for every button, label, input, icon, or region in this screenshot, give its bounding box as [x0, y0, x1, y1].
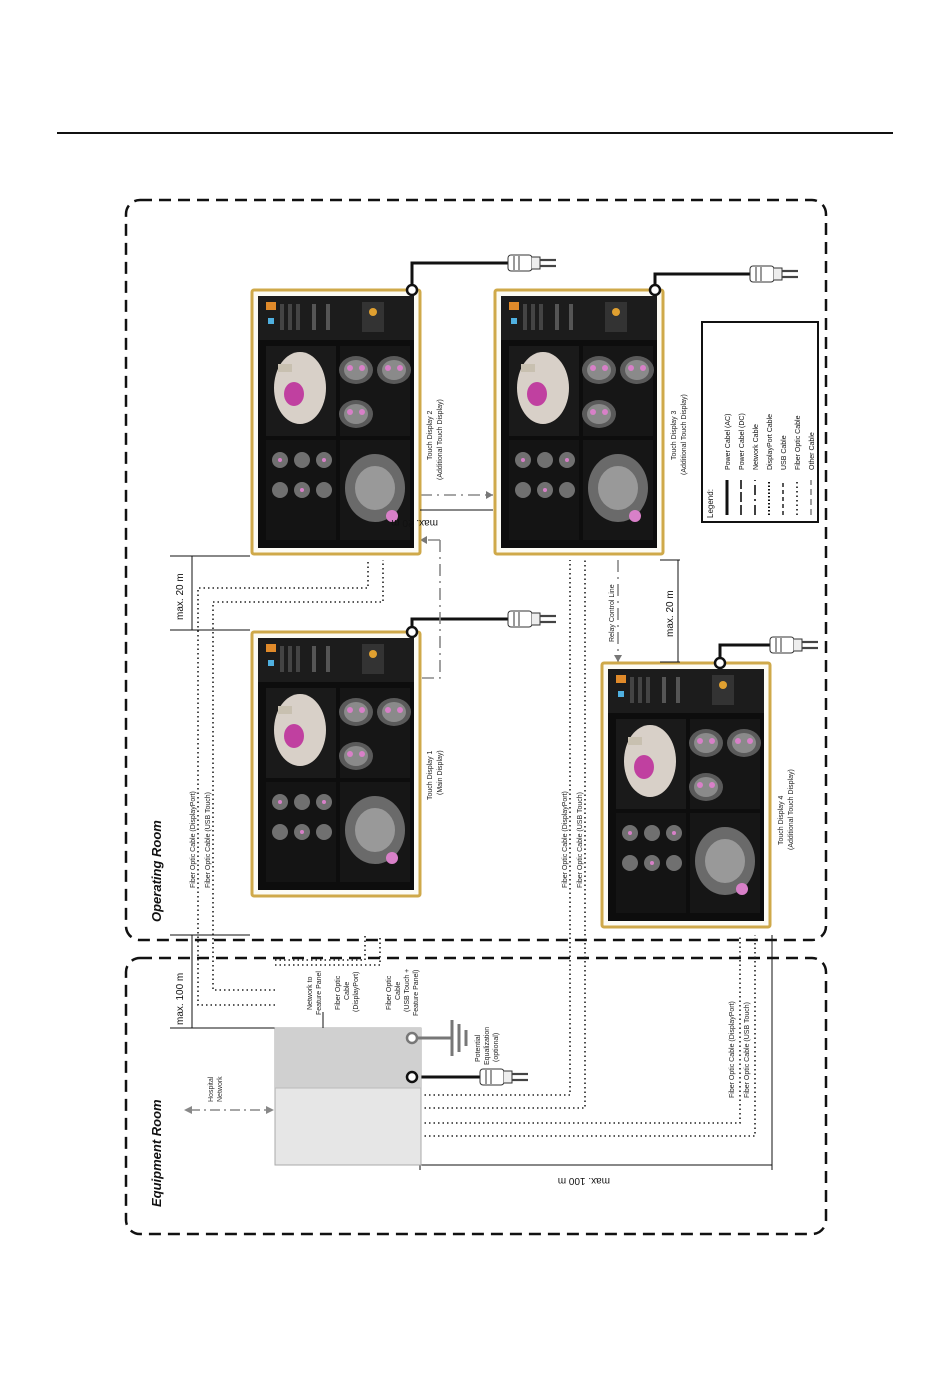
net-label-1: Network to — [307, 976, 314, 1010]
distance-d3: max. 20 m — [665, 590, 676, 637]
power-ports — [405, 283, 727, 670]
net-label-2: Feature Panel — [316, 971, 323, 1015]
fodp-label-1: Fiber Optic — [335, 975, 342, 1010]
fousb-label-4: Feature Panel) — [413, 970, 420, 1016]
power-plug — [768, 635, 820, 655]
pe-label-1: Potential — [475, 1034, 482, 1062]
fo-dp-right: Fiber Optic Cable (DisplayPort) — [729, 1001, 736, 1098]
fo-usb-right: Fiber Optic Cable (USB Touch) — [744, 1002, 751, 1098]
distance-lines — [170, 509, 773, 1170]
fodp-label-3: (DisplayPort) — [353, 972, 360, 1012]
distance-d5: max. 100 m — [558, 1175, 610, 1186]
td4-label: Touch Display 4 — [778, 795, 785, 845]
distance-d1: max. 20 m — [175, 573, 186, 620]
fodp-label-2: Cable — [344, 982, 351, 1000]
legend-item-4: DisplayPort Cable — [767, 414, 774, 470]
fousb-label-2: Cable — [395, 982, 402, 1000]
equipment-cabinet-top — [275, 1028, 421, 1088]
touch-display-4 — [602, 663, 770, 927]
power-plug — [748, 264, 800, 284]
hospital-network-arrow — [184, 1106, 274, 1114]
equipment-room-box — [124, 956, 828, 1236]
fousb-label-3: (USB Touch + — [404, 969, 411, 1012]
fousb-label-1: Fiber Optic — [386, 975, 393, 1010]
potential-equalization — [405, 1020, 468, 1084]
power-plug — [506, 253, 558, 273]
td3-label: Touch Display 3 — [671, 410, 678, 460]
fiber-optic-cables — [197, 560, 756, 1137]
hospital-network-label-1: Hospital — [208, 1076, 215, 1102]
legend-item-1: Power Cabel (AC) — [725, 414, 732, 470]
td1-sub: (Main Display) — [437, 750, 444, 795]
td3-sub: (Additional Touch Display) — [681, 394, 688, 475]
fo-usb-mid: Fiber Optic Cable (USB Touch) — [577, 792, 584, 888]
fo-usb-left: Fiber Optic Cable (USB Touch) — [205, 792, 212, 888]
pe-label-3: (optional) — [493, 1033, 500, 1062]
touch-display-3 — [495, 290, 663, 554]
legend-item-2: Power Cabel (DC) — [739, 413, 746, 470]
pe-label-2: Equalization — [484, 1027, 491, 1065]
distance-d2: max. 20 m — [391, 517, 438, 528]
network-cables — [420, 494, 619, 679]
td1-label: Touch Display 1 — [427, 750, 434, 800]
operating-room-box — [124, 198, 828, 942]
fo-dp-mid: Fiber Optic Cable (DisplayPort) — [562, 791, 569, 888]
td2-sub: (Additional Touch Display) — [437, 399, 444, 480]
touch-display-1 — [252, 632, 420, 896]
hospital-network-label-2: Network — [217, 1076, 224, 1102]
legend-item-6: Fiber Optic Cable — [795, 415, 802, 470]
power-plug — [478, 1067, 530, 1087]
power-plug — [506, 609, 558, 629]
equipment-room-title: Equipment Room — [149, 1099, 164, 1207]
legend: Legend: Power Cabel (AC) Power Cabel (DC… — [701, 321, 819, 523]
legend-item-3: Network Cable — [753, 424, 760, 470]
legend-item-5: USB Cable — [781, 435, 788, 470]
fo-dp-left: Fiber Optic Cable (DisplayPort) — [190, 791, 197, 888]
td2-label: Touch Display 2 — [427, 410, 434, 460]
legend-item-7: Other Cable — [809, 432, 816, 470]
operating-room-title: Operating Room — [149, 820, 164, 922]
legend-title: Legend: — [706, 489, 715, 518]
touch-display-2 — [252, 290, 420, 554]
relay-control-label: Relay Control Line — [609, 584, 616, 642]
distance-d4: max. 100 m — [175, 973, 186, 1025]
td4-sub: (Additional Touch Display) — [788, 769, 795, 850]
